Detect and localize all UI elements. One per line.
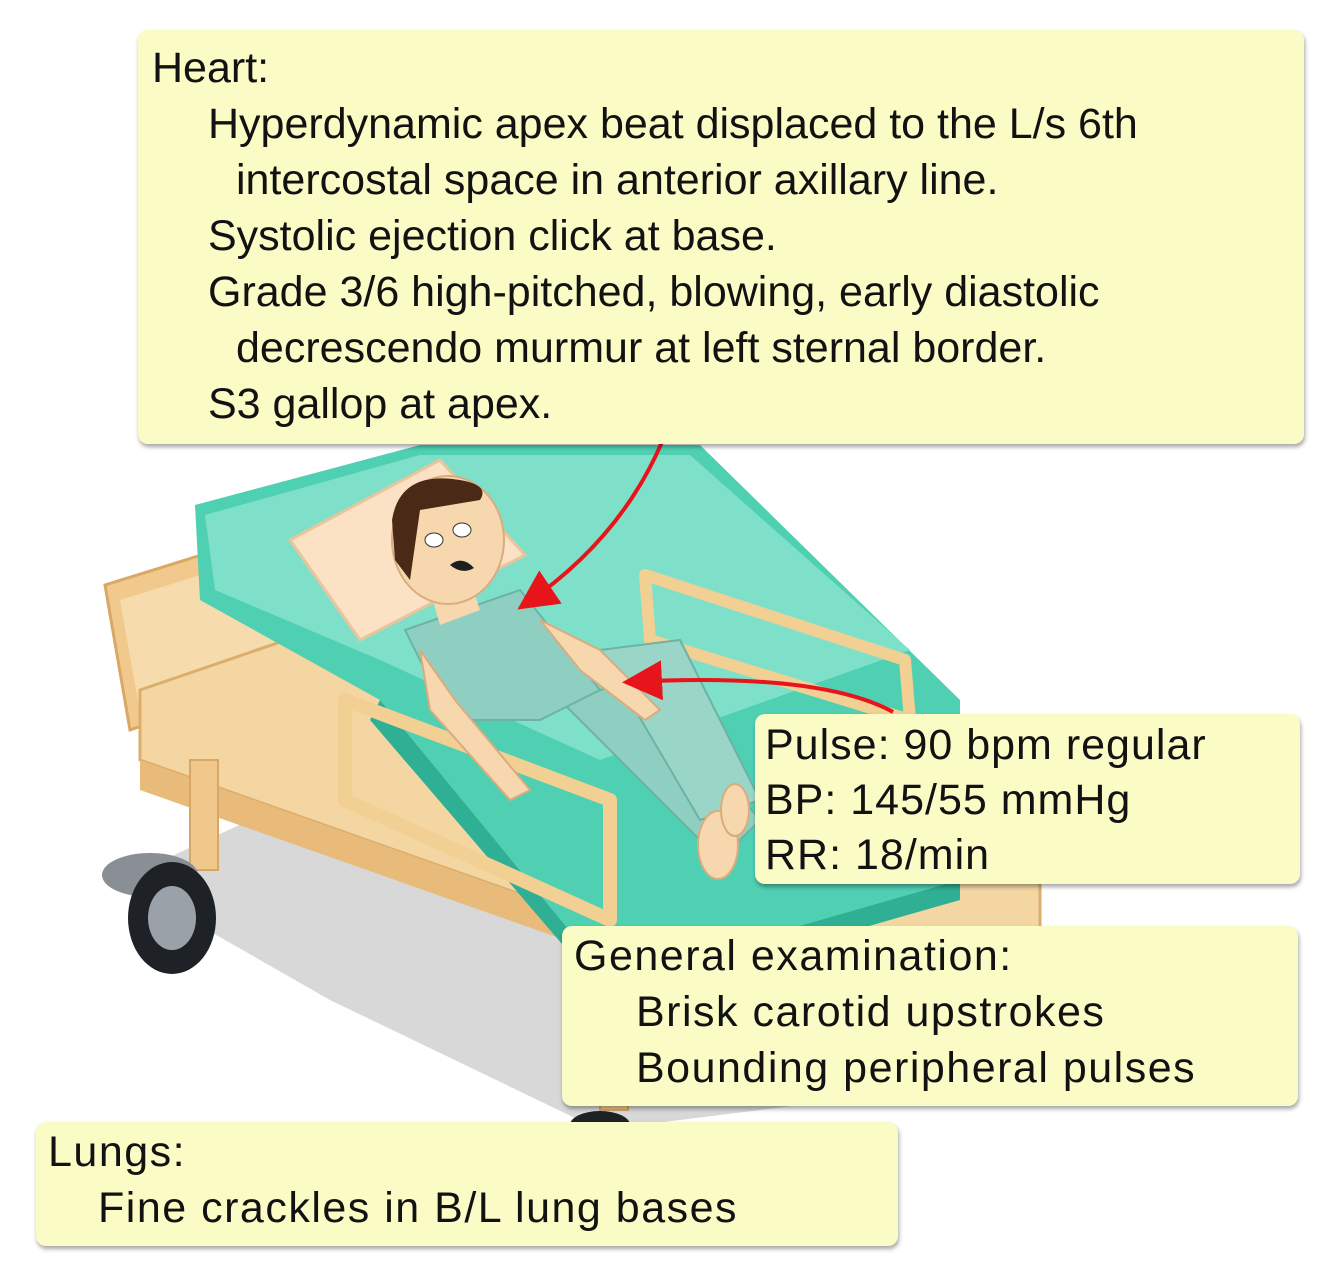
heart-finding-s3-gallop: S3 gallop at apex.: [208, 380, 553, 428]
general-finding-pulses: Bounding peripheral pulses: [636, 1044, 1197, 1092]
rr-value: RR: 18/min: [765, 831, 991, 879]
vitals-note: Pulse: 90 bpm regular BP: 145/55 mmHg RR…: [755, 714, 1300, 884]
general-title: General examination:: [574, 932, 1013, 980]
heart-title: Heart:: [152, 44, 270, 92]
side-rail-near: [338, 693, 617, 927]
general-finding-carotid: Brisk carotid upstrokes: [636, 988, 1106, 1036]
general-examination-note: General examination: Brisk carotid upstr…: [562, 926, 1298, 1106]
pulse-value: Pulse: 90 bpm regular: [765, 721, 1207, 769]
heart-pointer-arrow: [517, 441, 664, 610]
lungs-note: Lungs: Fine crackles in B/L lung bases: [36, 1122, 898, 1246]
heart-findings-note: Heart: Hyperdynamic apex beat displaced …: [138, 30, 1304, 444]
heart-finding-murmur-cont: decrescendo murmur at left sternal borde…: [236, 324, 1047, 372]
heart-finding-apex-beat-cont: intercostal space in anterior axillary l…: [236, 156, 999, 204]
heart-finding-ejection-click: Systolic ejection click at base.: [208, 212, 777, 260]
heart-finding-apex-beat: Hyperdynamic apex beat displaced to the …: [208, 100, 1138, 148]
lungs-finding-crackles: Fine crackles in B/L lung bases: [98, 1184, 739, 1232]
lungs-title: Lungs:: [48, 1128, 187, 1176]
bp-value: BP: 145/55 mmHg: [765, 776, 1132, 824]
pulse-pointer-arrow: [622, 660, 894, 714]
heart-finding-murmur: Grade 3/6 high-pitched, blowing, early d…: [208, 268, 1100, 316]
bed-wheel-left: [102, 853, 216, 974]
